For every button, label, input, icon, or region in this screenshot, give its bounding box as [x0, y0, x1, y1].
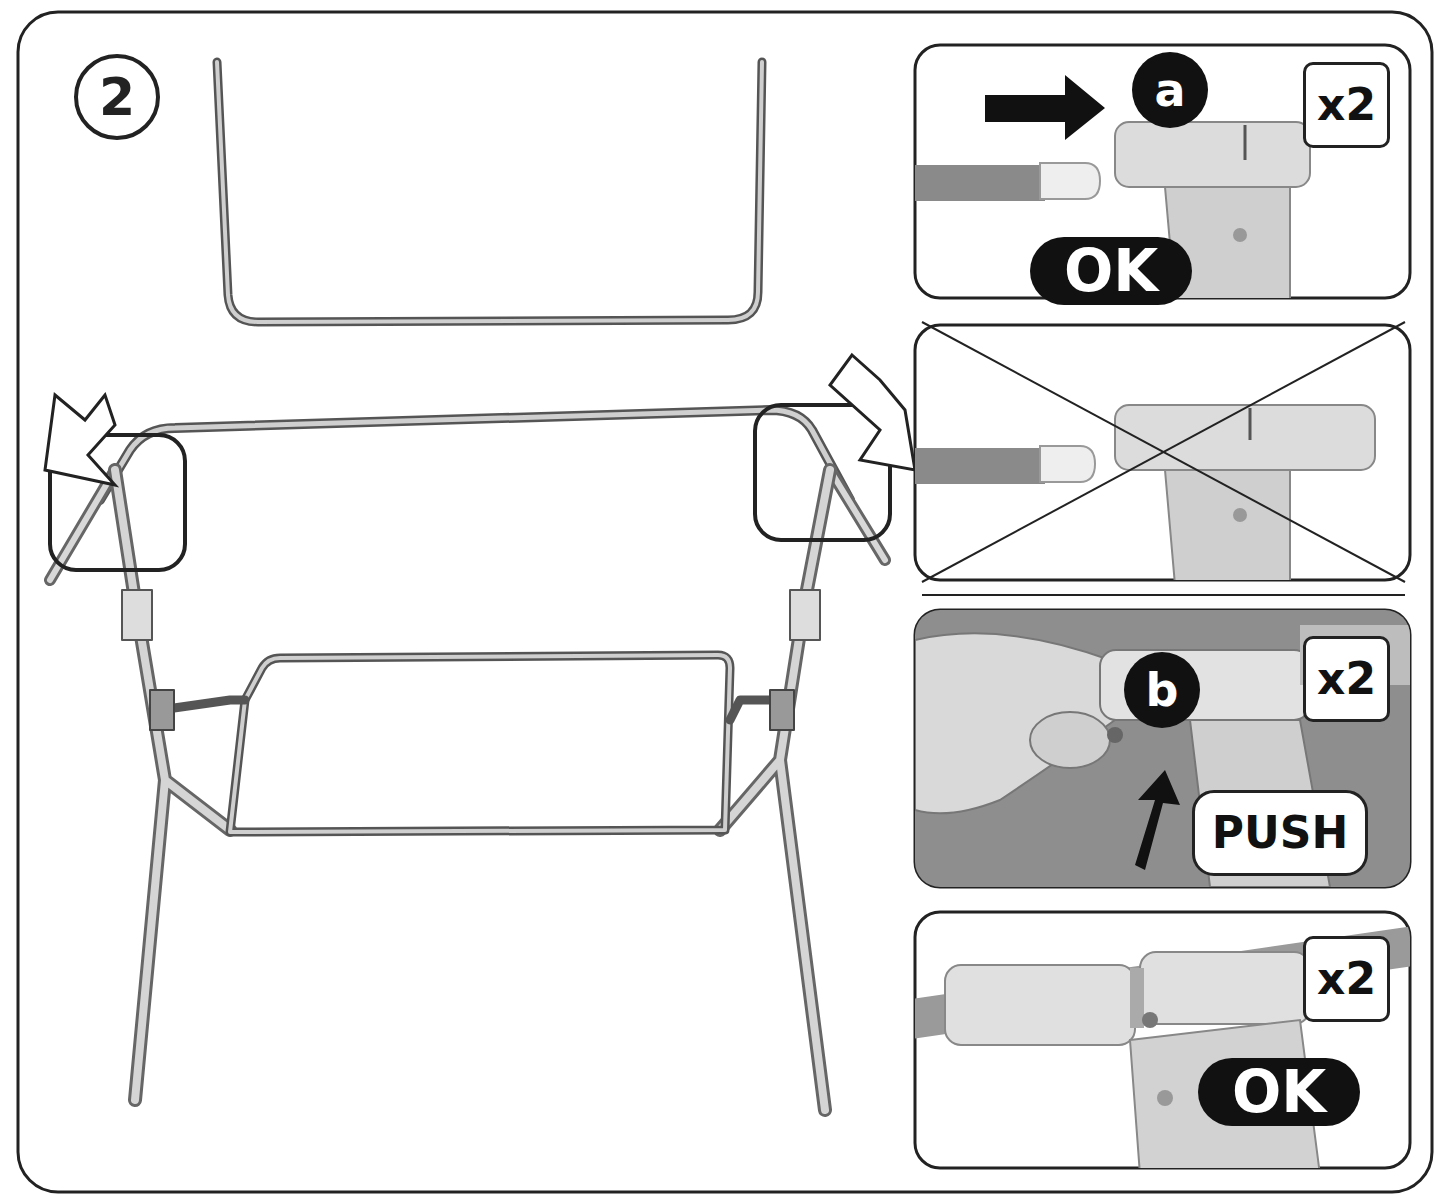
badge-text: x2	[1317, 657, 1376, 701]
badge-text: x2	[1317, 83, 1376, 127]
badge-text: b	[1146, 667, 1179, 713]
ok-badge: OK	[1030, 237, 1192, 305]
badge-text: a	[1154, 67, 1185, 113]
action-label: PUSH	[1192, 790, 1368, 876]
badge-text: x2	[1317, 957, 1376, 1001]
quantity-box: x2	[1303, 936, 1390, 1022]
badge-text: OK	[1064, 242, 1158, 300]
badge-text: OK	[1232, 1063, 1326, 1121]
step-letter: b	[1124, 652, 1200, 728]
step-letter: a	[1132, 52, 1208, 128]
step-number: 2	[74, 54, 160, 140]
ok-badge: OK	[1198, 1058, 1360, 1126]
badge-text: 2	[99, 71, 135, 123]
quantity-box: x2	[1303, 62, 1390, 148]
quantity-box: x2	[1303, 636, 1390, 722]
badge-text: PUSH	[1212, 811, 1349, 855]
